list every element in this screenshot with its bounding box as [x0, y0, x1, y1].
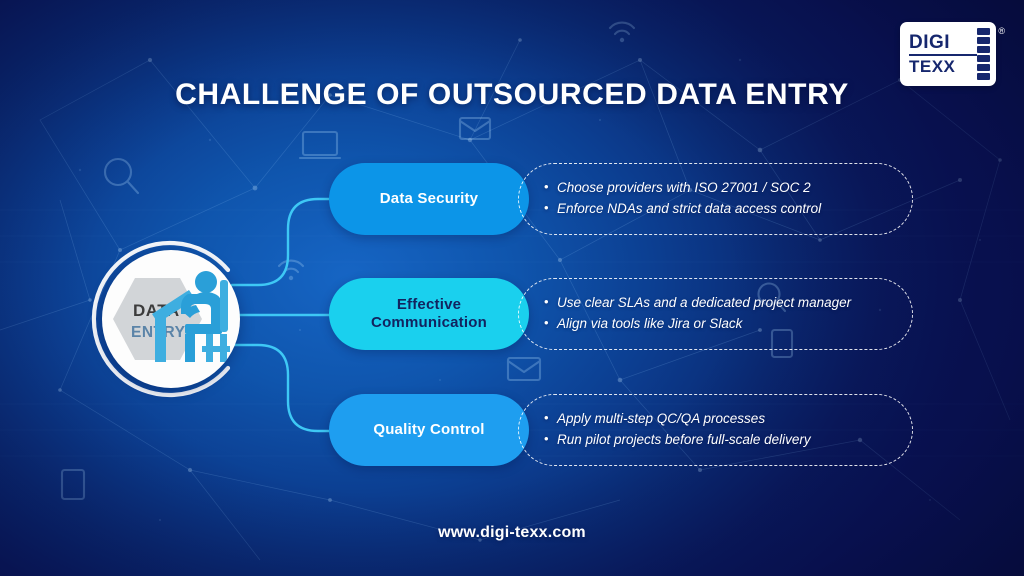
- logo-divider: [909, 54, 977, 56]
- page-title: CHALLENGE OF OUTSOURCED DATA ENTRY: [175, 78, 849, 111]
- bullet-item: Run pilot projects before full-scale del…: [544, 429, 892, 451]
- bullet-list: Apply multi-step QC/QA processes Run pil…: [544, 409, 892, 451]
- category-pill-label-line1: Effective: [396, 295, 462, 313]
- bullet-item: Use clear SLAs and a dedicated project m…: [544, 293, 892, 314]
- hub-illustration: DATA ENTRY: [113, 271, 230, 362]
- bullet-item: Enforce NDAs and strict data access cont…: [544, 198, 892, 220]
- logo-filmstrip-icon: [977, 27, 990, 81]
- bullet-item: Apply multi-step QC/QA processes: [544, 409, 892, 430]
- registered-trademark-mark: ®: [998, 26, 1005, 36]
- category-pill-data-security[interactable]: Data Security: [329, 163, 529, 235]
- hub-ring-arc: [91, 240, 231, 398]
- category-pill-label-line2: Communication: [371, 314, 487, 331]
- central-hub: DATA ENTRY: [88, 236, 254, 402]
- category-pill-label: Effective Communication: [371, 296, 487, 333]
- footer-website[interactable]: www.digi-texx.com: [438, 524, 586, 541]
- detail-panel-effective-communication: Use clear SLAs and a dedicated project m…: [518, 278, 913, 350]
- logo-card: DIGI TEXX: [900, 22, 996, 86]
- bullet-list: Use clear SLAs and a dedicated project m…: [544, 293, 892, 335]
- logo-text: DIGI TEXX: [909, 33, 977, 75]
- logo-line-digi: DIGI: [909, 32, 951, 53]
- category-pill-label: Data Security: [379, 189, 479, 207]
- bullet-item: Align via tools like Jira or Slack: [544, 313, 892, 335]
- brand-logo[interactable]: DIGI TEXX ®: [900, 22, 1005, 86]
- person-at-desk-icon: [152, 271, 230, 362]
- bullet-list: Choose providers with ISO 27001 / SOC 2 …: [544, 178, 892, 220]
- category-pill-quality-control[interactable]: Quality Control: [329, 394, 529, 466]
- hub-disc: DATA ENTRY: [102, 250, 240, 388]
- category-pill-effective-communication[interactable]: Effective Communication: [329, 278, 529, 350]
- detail-panel-quality-control: Apply multi-step QC/QA processes Run pil…: [518, 394, 913, 466]
- logo-line-texx: TEXX: [909, 57, 956, 76]
- bullet-item: Choose providers with ISO 27001 / SOC 2: [544, 178, 892, 199]
- detail-panel-data-security: Choose providers with ISO 27001 / SOC 2 …: [518, 163, 913, 235]
- category-pill-label: Quality Control: [373, 420, 485, 438]
